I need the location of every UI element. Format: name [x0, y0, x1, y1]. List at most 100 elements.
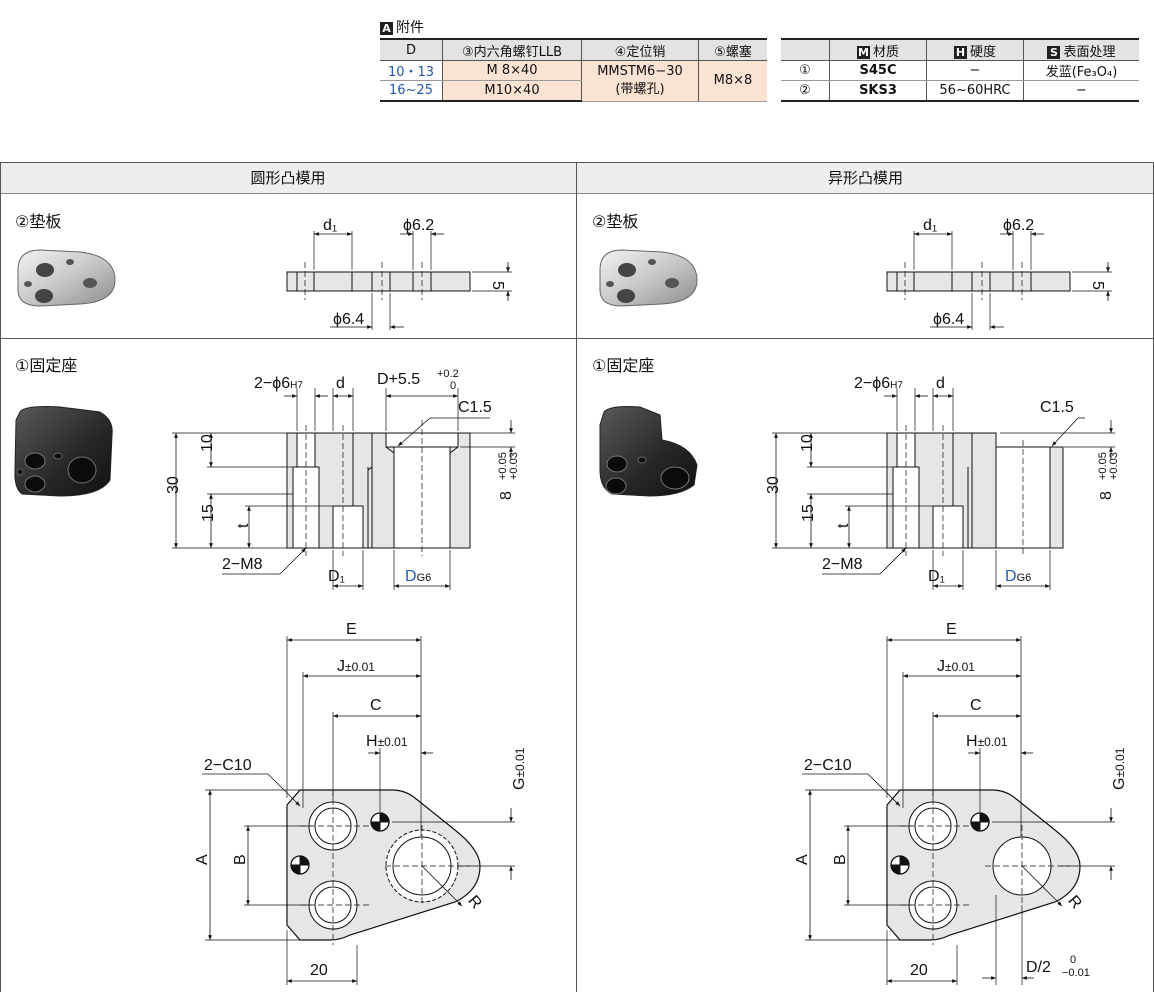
left-label-8: 8 [498, 491, 515, 500]
left-label-C: C [370, 697, 382, 714]
right-fixing-seat-photo [599, 406, 698, 497]
left-plate-side-view [286, 231, 512, 330]
left-label-G: G±0.01 [511, 747, 528, 790]
surface-badge: S [1047, 45, 1061, 59]
mat-row2-surface: − [1023, 80, 1139, 102]
right-label-15: 15 [800, 504, 817, 522]
left-label-tol-zero: 0 [450, 380, 456, 392]
mat-row2-material: SKS3 [829, 80, 927, 102]
right-label-dg6: DG6 [1005, 568, 1031, 585]
right-section-title: 异形凸模用 [577, 163, 1154, 194]
col-pin: ④定位销 [581, 38, 699, 61]
right-label-J: J±0.01 [937, 658, 975, 675]
left-label-phi64: ϕ6.4 [333, 311, 364, 328]
col-screw: ③内六角螺钉LLB [442, 38, 582, 61]
left-label-A: A [194, 854, 211, 865]
right-label-B: B [832, 854, 849, 865]
col-d: D [380, 38, 443, 61]
left-label-d: d [336, 375, 345, 392]
left-label-tol-up: +0.2 [437, 368, 459, 380]
right-label-five: 5 [1089, 281, 1106, 290]
right-label-10: 10 [799, 434, 816, 452]
left-label-H: H±0.01 [366, 733, 408, 750]
right-seat-section-view [772, 388, 1115, 590]
right-label-E: E [946, 621, 957, 638]
left-label-R: R [464, 893, 484, 913]
left-label-8-dn: +0.03 [508, 452, 520, 480]
material-badge: M [856, 45, 870, 59]
hardness-badge: H [953, 45, 967, 59]
right-label-C: C [970, 697, 982, 714]
left-fixing-seat-label: ①固定座 [15, 356, 78, 375]
right-label-2c10: 2−C10 [804, 757, 852, 774]
left-label-t: t [235, 523, 252, 528]
right-label-D1: D₁ [928, 568, 945, 585]
left-label-30: 30 [165, 476, 182, 494]
row1-d: 10・13 [380, 60, 443, 81]
right-label-2m8: 2−M8 [822, 556, 863, 573]
left-label-c15: C1.5 [458, 399, 492, 416]
left-section-title: 圆形凸模用 [0, 163, 576, 194]
left-backing-plate-photo [17, 249, 116, 307]
left-seat-top-view [202, 636, 515, 985]
right-label-30: 30 [765, 476, 782, 494]
right-label-d: d [936, 375, 945, 392]
row2-screw: M10×40 [442, 80, 582, 102]
right-label-8-dn: +0.03 [1108, 452, 1120, 480]
frame-left-line [0, 162, 1, 992]
right-label-G: G±0.01 [1111, 747, 1128, 790]
left-label-2m8: 2−M8 [222, 556, 263, 573]
left-fixing-seat-photo [14, 406, 113, 497]
left-label-J: J±0.01 [337, 658, 375, 675]
right-label-20: 20 [910, 962, 928, 979]
left-label-20: 20 [310, 962, 328, 979]
mat-row1-surface: 发蓝(Fe₃O₄) [1023, 60, 1139, 81]
right-label-dhalf-dn: −0.01 [1062, 967, 1090, 979]
right-label-8-up: +0.05 [1097, 452, 1109, 480]
pin-cell: MMSTM6−30 (带螺孔) [581, 60, 699, 102]
right-backing-plate-label: ②垫板 [592, 212, 639, 231]
accessories-table: D ③内六角螺钉LLB ④定位销 ⑤螺塞 10・13 M 8×40 MMSTM6… [380, 38, 767, 102]
left-label-8-up: +0.05 [497, 452, 509, 480]
right-label-8: 8 [1098, 491, 1115, 500]
left-label-phi62: ϕ6.2 [403, 217, 434, 234]
right-label-A: A [794, 854, 811, 865]
mat-row2-hardness: 56~60HRC [926, 80, 1024, 102]
right-fixing-seat-label: ①固定座 [592, 356, 655, 375]
frame-center-line [576, 162, 577, 992]
right-label-phi64: ϕ6.4 [933, 311, 964, 328]
right-backing-plate-photo [599, 249, 698, 307]
left-label-2c10: 2−C10 [204, 757, 252, 774]
right-label-2phi6: 2−ϕ6H7 [854, 375, 903, 392]
left-label-15: 15 [200, 504, 217, 522]
left-label-B: B [232, 854, 249, 865]
frame-mid-line [0, 338, 1154, 339]
left-label-E: E [346, 621, 357, 638]
left-label-2phi6: 2−ϕ6H7 [254, 375, 303, 392]
left-backing-plate-label: ②垫板 [15, 212, 62, 231]
right-label-R: R [1064, 893, 1084, 913]
mat-row1-material: S45C [829, 60, 927, 81]
row1-screw: M 8×40 [442, 60, 582, 81]
row2-d: 16~25 [380, 80, 443, 102]
left-label-dplus: D+5.5 [377, 371, 420, 388]
right-label-t: t [835, 523, 852, 528]
right-label-dhalf: D/2 [1026, 959, 1051, 976]
accessories-badge: A [380, 22, 393, 35]
left-label-10: 10 [199, 434, 216, 452]
accessories-title-text: 附件 [396, 20, 424, 36]
left-label-five: 5 [489, 281, 506, 290]
right-plate-side-view [886, 231, 1112, 330]
right-label-c15: C1.5 [1040, 399, 1074, 416]
frame-top-line [0, 162, 1154, 163]
right-label-H: H±0.01 [966, 733, 1008, 750]
mat-row1-hardness: − [926, 60, 1024, 81]
right-label-d1: d₁ [923, 217, 937, 234]
col-no [781, 38, 830, 61]
left-label-d1: d₁ [323, 217, 337, 234]
